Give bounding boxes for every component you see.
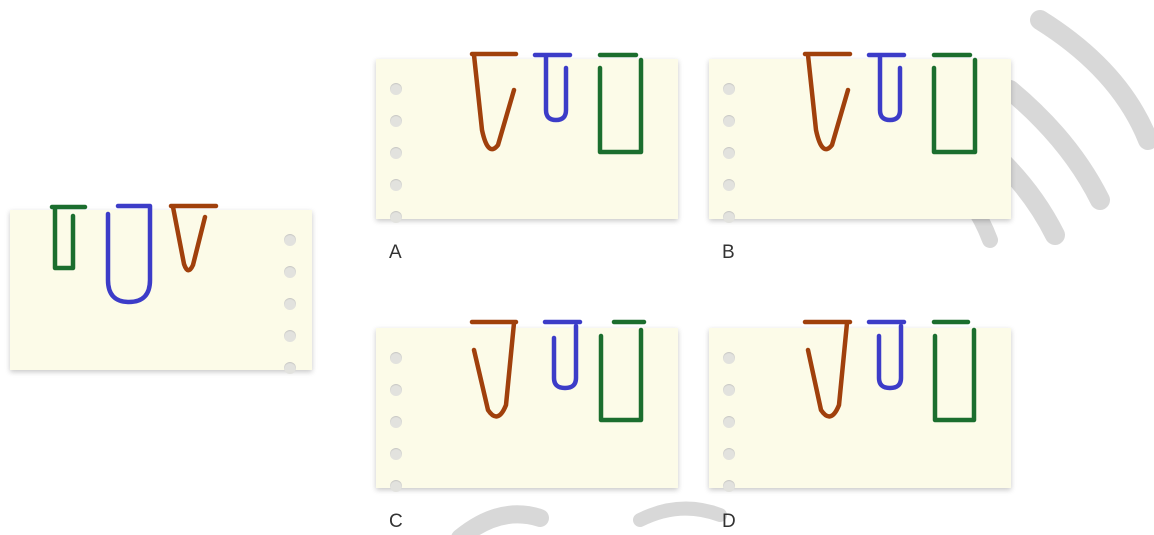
blue-paperclip-icon [866,319,907,391]
card-hole [284,234,296,246]
option-label: C [389,511,403,532]
card-hole [284,362,296,374]
reference-card [10,210,312,374]
brown-paperclip-icon [469,51,519,152]
blue-paperclip-icon [105,203,153,305]
card-hole [723,179,735,191]
card-hole [284,330,296,342]
brown-paperclip-icon [802,51,853,152]
card-hole [390,416,402,428]
brown-paperclip-icon [802,319,853,419]
blue-paperclip-icon [866,52,907,123]
green-paperclip-icon [49,204,88,271]
card-hole [723,480,735,492]
card-hole [723,115,735,127]
card-hole [723,83,735,95]
card-hole [284,266,296,278]
card-hole [390,480,402,492]
card-hole [390,179,402,191]
option-card-b[interactable] [709,59,1011,223]
brown-paperclip-icon [168,203,219,273]
card-hole [390,211,402,223]
card-hole [723,448,735,460]
card-hole [390,115,402,127]
option-card-a[interactable] [376,59,678,223]
card-hole [390,147,402,159]
green-paperclip-icon [598,319,647,423]
card-hole [723,384,735,396]
option-label: B [722,242,735,263]
blue-paperclip-icon [532,52,573,123]
green-paperclip-icon [931,52,978,155]
brown-paperclip-icon [469,319,519,419]
card-hole [284,298,296,310]
card-hole [723,416,735,428]
option-card-d[interactable] [709,328,1011,492]
card-hole [390,83,402,95]
green-paperclip-icon [931,319,977,423]
card-hole [723,352,735,364]
card-hole [723,147,735,159]
green-paperclip-icon [597,52,644,155]
option-label: D [722,511,736,532]
option-label: A [389,242,402,263]
card-hole [390,448,402,460]
card-hole [723,211,735,223]
option-card-c[interactable] [376,328,678,492]
card-hole [390,352,402,364]
blue-paperclip-icon [542,319,583,391]
card-hole [390,384,402,396]
